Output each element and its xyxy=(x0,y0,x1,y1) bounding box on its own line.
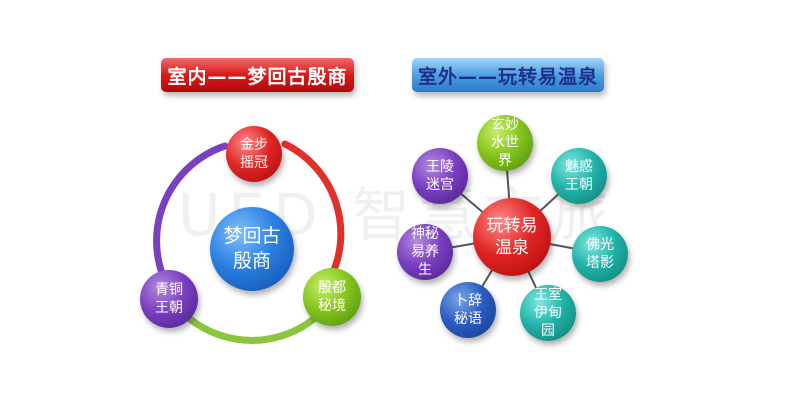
ring-arc-green xyxy=(186,314,319,344)
outdoor-node-4: 王室伊甸园 xyxy=(520,285,576,341)
indoor-banner: 室内——梦回古殷商 xyxy=(161,58,354,92)
outdoor-node-3: 佛光塔影 xyxy=(572,226,628,282)
ring-arc-purple xyxy=(153,142,229,285)
outdoor-node-label: 神秘易养生 xyxy=(411,225,439,279)
outdoor-center-label: 玩转易温泉 xyxy=(486,215,538,258)
outdoor-node-label: 魅惑王朝 xyxy=(565,158,593,193)
outdoor-node-5: 卜辞秘语 xyxy=(440,282,496,338)
ring-arc-red xyxy=(281,140,345,283)
indoor-node-label: 青铜王朝 xyxy=(155,281,183,316)
outdoor-node-6: 神秘易养生 xyxy=(397,224,453,280)
outdoor-center-node: 玩转易温泉 xyxy=(473,198,551,276)
outdoor-node-label: 玄妙水世界 xyxy=(491,116,519,170)
outdoor-node-2: 魅惑王朝 xyxy=(551,148,607,204)
outdoor-banner: 室外——玩转易温泉 xyxy=(412,58,604,92)
outdoor-node-label: 卜辞秘语 xyxy=(454,292,482,327)
indoor-node-label: 殷都秘境 xyxy=(318,279,346,314)
outdoor-node-1: 玄妙水世界 xyxy=(477,115,533,171)
indoor-center-node: 梦回古殷商 xyxy=(210,207,294,291)
outdoor-node-7: 王陵迷宫 xyxy=(412,148,468,204)
indoor-node-3: 青铜王朝 xyxy=(140,270,198,328)
indoor-node-label: 金步摇冠 xyxy=(240,136,268,171)
outdoor-node-label: 佛光塔影 xyxy=(586,236,614,271)
indoor-center-label: 梦回古殷商 xyxy=(223,225,281,272)
outdoor-node-label: 王室伊甸园 xyxy=(534,286,562,340)
indoor-node-2: 殷都秘境 xyxy=(303,268,361,326)
indoor-node-1: 金步摇冠 xyxy=(226,126,282,182)
outdoor-node-label: 王陵迷宫 xyxy=(426,158,454,193)
